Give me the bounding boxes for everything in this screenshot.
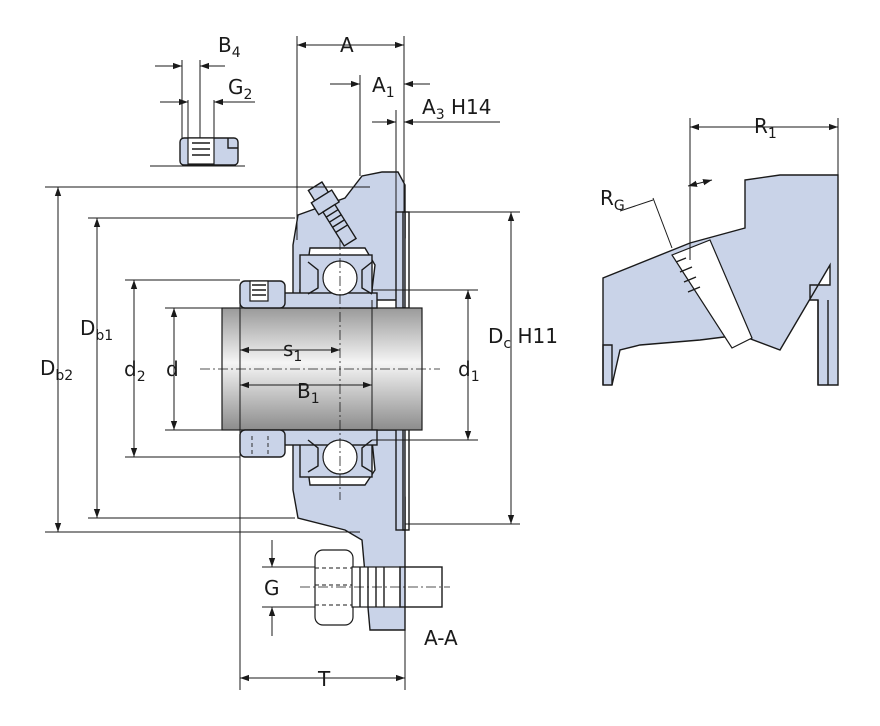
label-g2: G2 xyxy=(228,75,252,103)
label-d2: d2 xyxy=(124,357,146,385)
label-d1: d1 xyxy=(458,357,480,385)
detail-grease-hole xyxy=(602,118,839,386)
label-t: T xyxy=(317,667,331,691)
label-a: A xyxy=(340,33,354,57)
label-b1: B1 xyxy=(297,379,320,407)
dimensions xyxy=(45,36,520,690)
dimension-labels: A A1 A3 H14 B4 G2 Db1 Db2 d2 d s1 B1 d1 … xyxy=(40,33,777,691)
label-a1: A1 xyxy=(372,73,395,101)
label-db2: Db2 xyxy=(40,356,73,384)
bolt-section xyxy=(300,549,450,626)
label-rg: RG xyxy=(600,186,625,214)
label-b4: B4 xyxy=(218,33,241,61)
label-dc: Dc H11 xyxy=(488,324,558,352)
label-db1: Db1 xyxy=(80,316,113,344)
detail-set-screw xyxy=(150,60,255,167)
label-a3: A3 H14 xyxy=(422,95,491,123)
bearing xyxy=(281,254,378,478)
set-screw xyxy=(239,280,286,458)
label-d: d xyxy=(166,357,179,381)
label-g: G xyxy=(264,576,280,600)
label-r1: R1 xyxy=(754,114,777,142)
label-section-aa: A-A xyxy=(424,626,458,650)
label-s1: s1 xyxy=(283,337,302,365)
